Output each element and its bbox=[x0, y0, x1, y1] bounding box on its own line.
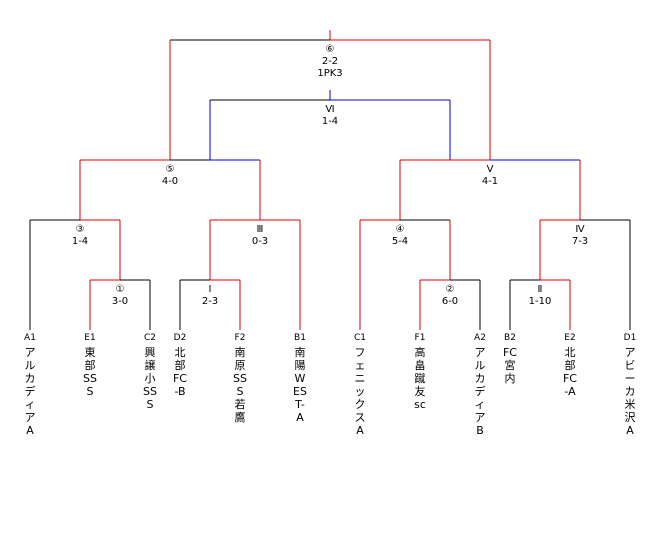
team-name: 興譲小SSS bbox=[143, 346, 157, 411]
match-5-label: ⑤ 4-0 bbox=[140, 164, 200, 188]
match-3-label: ③ 1-4 bbox=[50, 224, 110, 248]
match-v-number: Ⅴ bbox=[486, 164, 494, 175]
match-2-label: ② 6-0 bbox=[420, 284, 480, 308]
team-name: 東部SSS bbox=[83, 346, 97, 398]
team-name: アルカディアA bbox=[24, 346, 36, 437]
match-ii-label: Ⅱ 1-10 bbox=[510, 284, 570, 308]
match-6-pk: 1PK3 bbox=[317, 68, 343, 79]
match-1-label: ① 3-0 bbox=[90, 284, 150, 308]
match-5-score: 4-0 bbox=[161, 176, 179, 187]
team-a1: A1 アルカディアA bbox=[22, 333, 38, 437]
team-name: 南陽WEST-A bbox=[293, 346, 307, 424]
team-name: アルカディアB bbox=[474, 346, 486, 437]
team-name: 南原SSS若鷹 bbox=[233, 346, 247, 424]
team-name: 高畠蹴友sc bbox=[414, 346, 426, 411]
team-code: B2 bbox=[504, 333, 516, 343]
team-code: A2 bbox=[474, 333, 486, 343]
team-name: 北部FC-B bbox=[172, 346, 187, 398]
match-ii-number: Ⅱ bbox=[537, 284, 543, 295]
match-iv-score: 7-3 bbox=[571, 236, 589, 247]
match-6-label: ⑥ 2-2 1PK3 bbox=[300, 44, 360, 80]
team-name: 北部FC-A bbox=[562, 346, 577, 398]
match-iv-label: Ⅳ 7-3 bbox=[550, 224, 610, 248]
team-d2: D2 北部FC-B bbox=[172, 333, 188, 398]
match-vi-label: Ⅵ 1-4 bbox=[300, 104, 360, 128]
team-b2: B2 FC宮内 bbox=[502, 333, 518, 385]
match-i-number: Ⅰ bbox=[208, 284, 212, 295]
team-code: E1 bbox=[84, 333, 96, 343]
match-i-score: 2-3 bbox=[201, 296, 219, 307]
match-vi-score: 1-4 bbox=[321, 116, 339, 127]
match-5-number: ⑤ bbox=[165, 164, 175, 175]
match-4-number: ④ bbox=[395, 224, 405, 235]
team-code: D1 bbox=[623, 333, 637, 343]
team-b1: B1 南陽WEST-A bbox=[292, 333, 308, 424]
match-6-number: ⑥ bbox=[325, 44, 335, 55]
match-3-score: 1-4 bbox=[71, 236, 89, 247]
match-ii-score: 1-10 bbox=[528, 296, 552, 307]
team-f2: F2 南原SSS若鷹 bbox=[232, 333, 248, 424]
team-code: D2 bbox=[173, 333, 187, 343]
team-e1: E1 東部SSS bbox=[82, 333, 98, 398]
match-6-score: 2-2 bbox=[321, 56, 339, 67]
team-code: F2 bbox=[234, 333, 246, 343]
team-d1: D1 アビーカ米沢A bbox=[622, 333, 638, 437]
team-code: C1 bbox=[353, 333, 366, 343]
match-iv-number: Ⅳ bbox=[575, 224, 585, 235]
team-code: F1 bbox=[414, 333, 426, 343]
team-f1: F1 高畠蹴友sc bbox=[412, 333, 428, 411]
team-c2: C2 興譲小SSS bbox=[142, 333, 158, 411]
team-name: FC宮内 bbox=[502, 346, 517, 385]
team-code: A1 bbox=[24, 333, 36, 343]
match-iii-score: 0-3 bbox=[251, 236, 269, 247]
team-code: B1 bbox=[294, 333, 306, 343]
team-c1: C1 フェニックスA bbox=[352, 333, 368, 437]
team-name: フェニックスA bbox=[354, 346, 366, 437]
match-2-number: ② bbox=[445, 284, 455, 295]
match-v-score: 4-1 bbox=[481, 176, 499, 187]
team-a2: A2 アルカディアB bbox=[472, 333, 488, 437]
match-1-number: ① bbox=[115, 284, 125, 295]
match-2-score: 6-0 bbox=[441, 296, 459, 307]
match-4-score: 5-4 bbox=[391, 236, 409, 247]
match-vi-number: Ⅵ bbox=[325, 104, 335, 115]
team-e2: E2 北部FC-A bbox=[562, 333, 578, 398]
match-i-label: Ⅰ 2-3 bbox=[180, 284, 240, 308]
match-v-label: Ⅴ 4-1 bbox=[460, 164, 520, 188]
team-code: C2 bbox=[143, 333, 156, 343]
team-name: アビーカ米沢A bbox=[624, 346, 636, 437]
match-3-number: ③ bbox=[75, 224, 85, 235]
match-iii-label: Ⅲ 0-3 bbox=[230, 224, 290, 248]
team-code: E2 bbox=[564, 333, 576, 343]
match-1-score: 3-0 bbox=[111, 296, 129, 307]
match-iii-number: Ⅲ bbox=[256, 224, 264, 235]
match-4-label: ④ 5-4 bbox=[370, 224, 430, 248]
